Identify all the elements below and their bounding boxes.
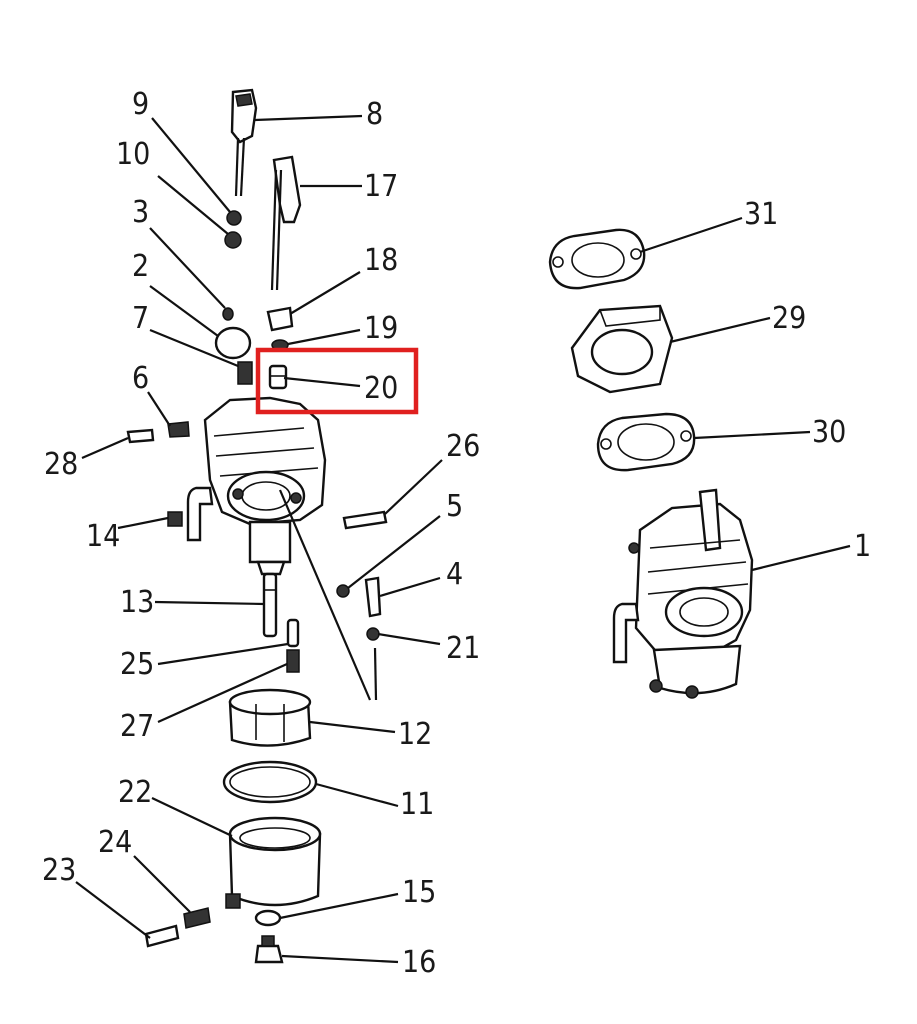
part-8-choke-lever [230,88,258,197]
callout-12: 12 [398,717,432,752]
part-14-screw [167,511,183,527]
callout-19: 19 [364,311,398,346]
part-28-bolt [126,428,155,444]
callout-13: 13 [120,585,154,620]
part-3-pin [222,307,234,321]
part-6-screw [167,421,190,438]
callout-labels: 8 9 10 3 2 7 17 18 19 20 6 28 26 5 14 4 … [42,87,871,980]
callout-8: 8 [366,97,383,132]
part-24-spring [183,907,211,929]
highlight-box-part-20 [255,347,419,415]
part-26-spring [342,510,388,530]
callout-6: 6 [132,361,149,396]
callout-14: 14 [86,519,120,554]
part-23-screw [144,924,180,948]
callout-10: 10 [116,137,150,172]
part-16-bolt [254,935,284,964]
callout-31: 31 [744,197,778,232]
part-22-float-bowl [225,816,322,909]
callout-23: 23 [42,853,76,888]
exploded-parts [126,88,388,964]
callout-7: 7 [132,301,149,336]
part-20-jet [268,364,288,390]
callout-29: 29 [772,301,806,336]
part-13-tube [262,572,278,638]
leader-lines [75,114,851,964]
part-10-washer [224,231,242,249]
part-21-ring [366,627,380,641]
part-30-gasket [596,412,696,472]
part-11-gasket [222,760,318,804]
part-7-screw [237,361,253,385]
part-31-gasket [548,228,646,290]
callout-4: 4 [446,557,463,592]
part-1-carburetor-assembly [612,488,754,699]
callout-22: 22 [118,775,152,810]
callout-30: 30 [812,415,846,450]
part-25-needle [286,618,300,648]
callout-27: 27 [120,709,154,744]
callout-2: 2 [132,249,149,284]
callout-20: 20 [364,371,398,406]
right-parts [548,228,754,699]
part-4-pin [364,576,382,618]
part-29-insulator [570,304,674,394]
callout-24: 24 [98,825,132,860]
callout-9: 9 [132,87,149,122]
callout-11: 11 [400,787,434,822]
part-27-clip [286,649,300,673]
callout-21: 21 [446,631,480,666]
part-2-cap [214,326,252,360]
part-17-rod [270,155,302,291]
part-12-float [228,688,312,747]
carburetor-body [186,396,327,576]
callout-26: 26 [446,429,480,464]
callout-1: 1 [854,529,871,564]
part-9-seal [226,210,242,226]
callout-3: 3 [132,195,149,230]
part-15-washer [254,909,282,927]
callout-25: 25 [120,647,154,682]
callout-15: 15 [402,875,436,910]
part-5-screw [336,584,350,598]
callout-18: 18 [364,243,398,278]
callout-17: 17 [364,169,398,204]
callout-28: 28 [44,447,78,482]
part-18-clip [266,306,294,332]
callout-16: 16 [402,945,436,980]
callout-5: 5 [446,489,463,524]
